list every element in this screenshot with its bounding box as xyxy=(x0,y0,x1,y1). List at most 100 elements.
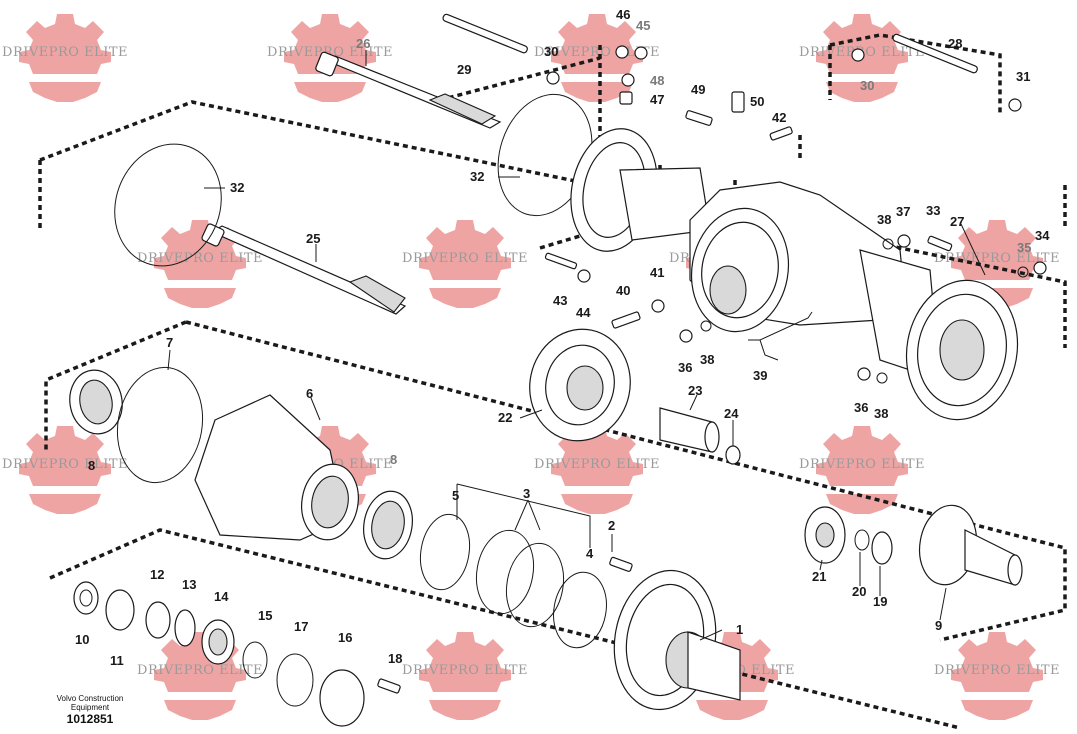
callout-14: 14 xyxy=(214,589,229,604)
callout-41: 41 xyxy=(650,265,664,280)
callout-34: 34 xyxy=(1035,228,1050,243)
washer-24 xyxy=(725,445,741,465)
callout-40: 40 xyxy=(616,283,630,298)
callout-44: 44 xyxy=(576,305,591,320)
plug-30b xyxy=(851,48,865,62)
callout-27: 27 xyxy=(950,214,964,229)
callout-32-upper: 32 xyxy=(470,169,484,184)
callout-50: 50 xyxy=(750,94,764,109)
callout-19: 19 xyxy=(873,594,887,609)
watermark-text: DRIVEPRO ELITE xyxy=(137,663,263,678)
watermark-tile: DRIVEPRO ELITE xyxy=(934,220,1060,308)
axle-shaft-upper xyxy=(315,51,502,129)
callout-18: 18 xyxy=(388,651,402,666)
seal-ring-3b xyxy=(505,542,565,628)
sun-gear-group xyxy=(804,506,893,565)
callout-labels: 1 2 3 4 5 6 7 8 8 9 10 11 12 13 14 15 16… xyxy=(75,7,1050,668)
washer-35 xyxy=(1017,266,1029,278)
watermark-text: DRIVEPRO ELITE xyxy=(402,663,528,678)
callout-46: 46 xyxy=(616,7,630,22)
manufacturer-label: Volvo Construction Equipment xyxy=(56,694,124,712)
plug-31 xyxy=(1008,98,1022,112)
bolt-43 xyxy=(544,252,578,270)
callout-21: 21 xyxy=(812,569,826,584)
plug-48 xyxy=(621,73,635,87)
callout-26: 26 xyxy=(356,36,370,51)
callout-3: 3 xyxy=(523,486,530,501)
o-ring-5 xyxy=(419,513,471,591)
callout-28: 28 xyxy=(948,36,962,51)
callout-15: 15 xyxy=(258,608,272,623)
leader-lines xyxy=(167,50,986,641)
o-ring-17 xyxy=(276,653,314,707)
planetary-carrier-6 xyxy=(194,394,359,541)
bolt-40 xyxy=(611,311,641,329)
callout-30-right: 30 xyxy=(860,78,874,93)
callout-12: 12 xyxy=(150,567,164,582)
watermark-text: DRIVEPRO ELITE xyxy=(267,45,393,60)
callout-2: 2 xyxy=(608,518,615,533)
washer-38a xyxy=(700,320,712,332)
callout-1: 1 xyxy=(736,622,743,637)
callout-42: 42 xyxy=(772,110,786,125)
callout-30-left: 30 xyxy=(544,44,558,59)
watermark-tile: DRIVEPRO ELITE xyxy=(137,220,263,308)
callout-48: 48 xyxy=(650,73,664,88)
watermark-tile: DRIVEPRO ELITE xyxy=(799,426,924,514)
washer-38b xyxy=(876,372,888,384)
breather-47 xyxy=(619,91,633,105)
callout-35: 35 xyxy=(1017,240,1031,255)
callout-33: 33 xyxy=(926,203,940,218)
callout-36-left: 36 xyxy=(678,360,692,375)
watermark-text: DRIVEPRO ELITE xyxy=(934,251,1060,266)
plug-36b xyxy=(857,367,871,381)
plug-36a xyxy=(679,329,693,343)
callout-32-left: 32 xyxy=(230,180,244,195)
callout-4: 4 xyxy=(586,546,594,561)
bolt-33 xyxy=(927,235,953,252)
plug-30a xyxy=(546,71,560,85)
callout-22: 22 xyxy=(498,410,512,425)
watermark-text: DRIVEPRO ELITE xyxy=(534,45,660,60)
callout-37: 37 xyxy=(896,204,910,219)
callout-6: 6 xyxy=(306,386,313,401)
seal-ring-3a xyxy=(475,529,535,615)
bearing-14-inner xyxy=(208,628,228,656)
bearing-8-right-inner xyxy=(371,500,405,550)
watermark-tile: DRIVEPRO ELITE xyxy=(402,632,528,720)
callout-43: 43 xyxy=(553,293,567,308)
nut-46 xyxy=(615,45,629,59)
watermark-tile: DRIVEPRO ELITE xyxy=(534,426,659,514)
nut-11 xyxy=(105,589,135,631)
callout-38-left: 38 xyxy=(700,352,714,367)
washer-12 xyxy=(145,601,171,639)
ring-15 xyxy=(242,641,268,679)
callout-38-right: 38 xyxy=(874,406,888,421)
washer-41 xyxy=(651,299,665,313)
watermark-tile: DRIVEPRO ELITE xyxy=(934,632,1059,720)
watermark-text: DRIVEPRO ELITE xyxy=(137,251,263,266)
pin-42 xyxy=(769,126,793,141)
pin-29 xyxy=(442,13,528,54)
sensor-cable-39 xyxy=(748,311,813,361)
bolt-18 xyxy=(377,678,401,694)
callout-5: 5 xyxy=(452,488,459,503)
bearing-8-left-inner xyxy=(79,379,113,425)
snap-ring-7 xyxy=(116,366,204,484)
o-ring-large-left xyxy=(114,143,222,267)
callout-8-left: 8 xyxy=(88,458,95,473)
spline-shaft-23 xyxy=(659,407,720,453)
watermark-tile: DRIVEPRO ELITE xyxy=(137,632,263,720)
callout-31: 31 xyxy=(1016,69,1030,84)
pin-28 xyxy=(892,33,978,74)
callout-47: 47 xyxy=(650,92,664,107)
watermark-tile: DRIVEPRO ELITE xyxy=(267,14,393,102)
figure-number: 1012851 xyxy=(66,712,114,726)
callout-10: 10 xyxy=(75,632,89,647)
nut-44 xyxy=(577,269,591,283)
callout-25: 25 xyxy=(306,231,320,246)
callout-24: 24 xyxy=(724,406,739,421)
callout-23: 23 xyxy=(688,383,702,398)
output-flange-9 xyxy=(918,504,1023,586)
watermark-tile: DRIVEPRO ELITE xyxy=(2,14,127,102)
